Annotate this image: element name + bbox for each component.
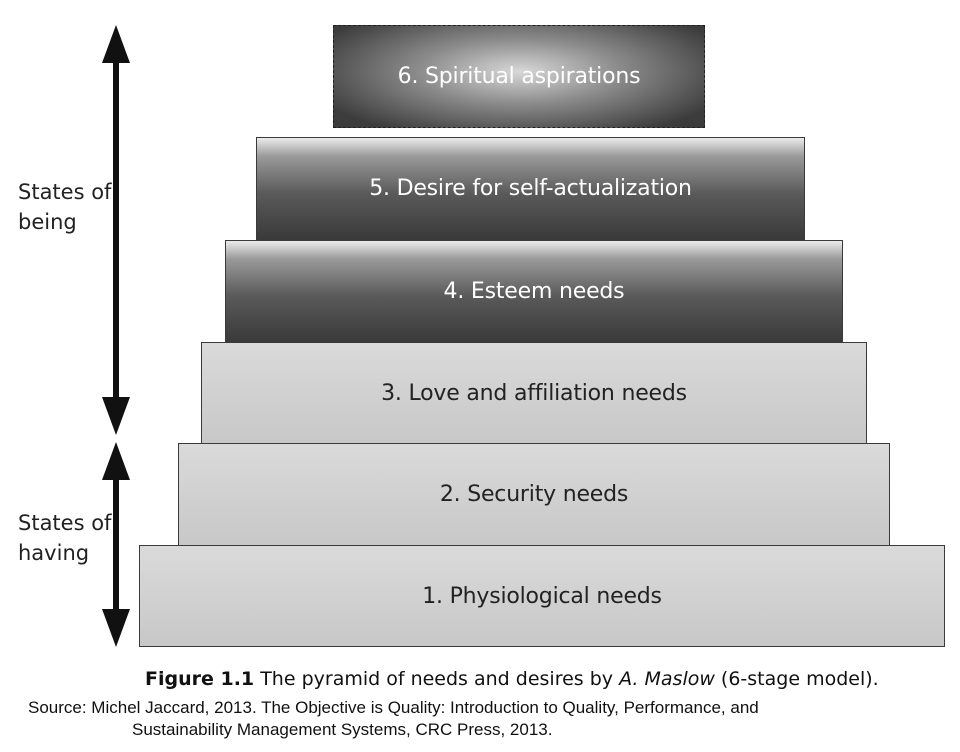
tier-2-security-needs: 2. Security needs [178,443,890,546]
caption-text-after: (6-stage model). [714,668,879,690]
source-line-2: Sustainability Management Systems, CRC P… [132,720,553,739]
tier-label: 3. Love and affiliation needs [381,380,687,406]
states-of-being-label: States of being [18,180,112,234]
states-of-having-label: States of having [18,511,112,565]
caption-text-before: The pyramid of needs and desires by [254,668,620,690]
tier-label: 5. Desire for self-actualization [369,176,692,201]
caption-author: A. Maslow [619,668,715,690]
tier-6-spiritual-aspirations: 6. Spiritual aspirations [333,25,705,128]
tier-label: 2. Security needs [439,482,629,507]
source-citation: Source: Michel Jaccard, 2013. The Object… [28,697,928,741]
tier-1-physiological-needs: 1. Physiological needs [139,545,945,647]
source-line-1: Source: Michel Jaccard, 2013. The Object… [28,698,759,717]
tier-label: 1. Physiological needs [422,583,662,609]
tier-label: 6. Spiritual aspirations [397,64,641,89]
tier-4-esteem-needs: 4. Esteem needs [225,240,843,342]
tier-3-love-affiliation: 3. Love and affiliation needs [201,342,867,444]
tier-5-self-actualization: 5. Desire for self-actualization [256,137,805,240]
states-of-having-arrow [102,442,130,647]
figure-number: Figure 1.1 [145,668,255,690]
figure-caption: Figure 1.1 The pyramid of needs and desi… [145,668,879,690]
tier-label: 4. Esteem needs [443,278,625,304]
states-of-being-arrow [102,25,130,435]
